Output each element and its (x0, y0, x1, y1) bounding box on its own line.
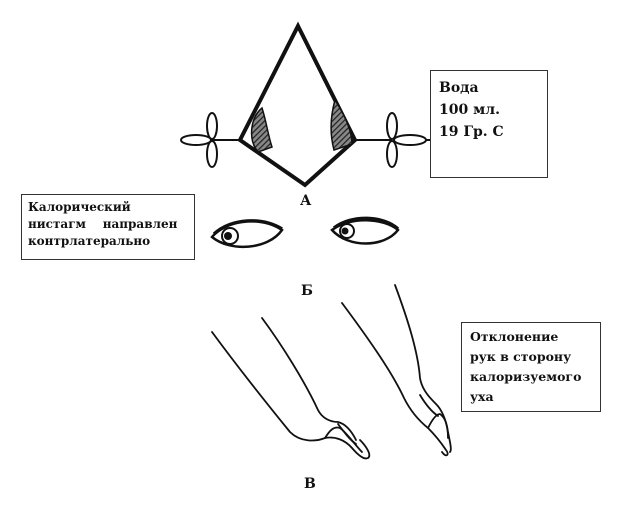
deviation-info-box: Отклонение рук в сторону калоризуемого у… (461, 322, 601, 412)
left-propeller-icon (180, 112, 240, 168)
panel-label-b: Б (301, 283, 313, 299)
hands-diagram (211, 284, 452, 460)
eyes-diagram (210, 216, 400, 249)
deviation-box-line: рук в сторону (470, 349, 572, 364)
right-hand-icon (341, 284, 452, 457)
panel-label-v: В (304, 476, 316, 492)
panel-label-a: А (300, 193, 312, 209)
nystagmus-box-line: нистагм направлен (28, 217, 178, 231)
left-hand-icon (211, 317, 371, 460)
water-box-line: 100 мл. (439, 102, 501, 118)
nystagmus-box-line: контрлатерально (28, 234, 151, 248)
nystagmus-info-box: Калорический нистагм направлен контрлате… (21, 194, 195, 260)
water-box-line: 19 Гр. С (439, 124, 504, 140)
left-ear-shaded (250, 106, 273, 153)
nystagmus-box-line: Калорический (28, 200, 131, 214)
right-eye-icon (330, 216, 400, 245)
deviation-box-line: Отклонение (470, 329, 559, 344)
deviation-box-line: уха (470, 389, 494, 404)
right-propeller-icon (355, 112, 432, 168)
deviation-box-line: калоризуемого (470, 369, 582, 384)
left-eye-icon (210, 219, 284, 249)
right-ear-shaded (330, 98, 353, 151)
water-info-box: Вода 100 мл. 19 Гр. С (430, 70, 548, 178)
head-diagram (180, 21, 432, 188)
water-box-line: Вода (439, 80, 479, 96)
